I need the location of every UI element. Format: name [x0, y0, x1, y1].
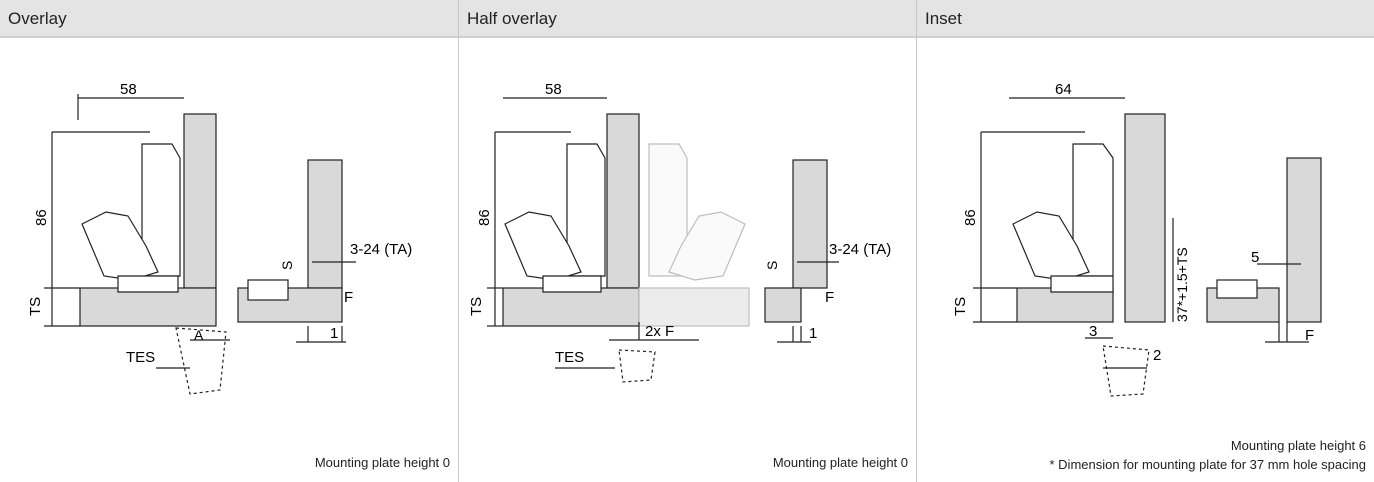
inset-labels: 64 86 TS 37*+1.5+TS 5 3 2 F: [952, 81, 1314, 364]
half-overlay-column: Half overlay: [458, 0, 916, 482]
inset-header: Inset: [917, 0, 1374, 38]
cabinet-side: [1016, 287, 1114, 323]
hinge-body: [1012, 211, 1090, 281]
detail-door: [1286, 157, 1322, 323]
inset-width-label: 64: [1055, 81, 1072, 98]
hinge-body: [81, 211, 159, 281]
hinge-body: [504, 211, 582, 281]
half-overlay-title: Half overlay: [467, 9, 557, 28]
door-panel: [1124, 113, 1166, 323]
half-overlay-tes-label: TES: [555, 349, 584, 366]
inset-vertical-label: 37*+1.5+TS: [1174, 247, 1190, 322]
inset-two-label: 2: [1153, 347, 1161, 364]
half-overlay-ts-label: TS: [468, 297, 485, 316]
overlay-one-label: 1: [330, 325, 338, 342]
detail-door: [792, 159, 828, 289]
half-overlay-footer: Mounting plate height 0: [772, 455, 908, 470]
half-overlay-s-label: S: [764, 261, 780, 270]
overlay-f-label: F: [344, 289, 353, 306]
half-overlay-twof-label: 2x F: [645, 323, 674, 340]
inset-height-label: 86: [962, 209, 979, 226]
inset-ts-label: TS: [952, 297, 969, 316]
overlay-ta-label: 3-24 (TA): [350, 241, 412, 258]
overlay-a-label: A: [194, 327, 204, 343]
overlay-drawing: [44, 94, 356, 395]
half-overlay-f-label: F: [825, 289, 834, 306]
overlay-column: Overlay: [0, 0, 458, 482]
mounting-plate: [1050, 275, 1114, 293]
half-overlay-labels: 58 86 TS S 3-24 (TA) F 1 2x F TES: [468, 81, 891, 366]
overlay-header: Overlay: [0, 0, 458, 38]
inset-title: Inset: [925, 9, 962, 28]
mounting-plate: [542, 275, 602, 293]
half-overlay-one-label: 1: [809, 325, 817, 342]
half-overlay-drawing: [487, 97, 839, 383]
detail-door: [307, 159, 343, 289]
inset-footer: Mounting plate height 6: [1230, 438, 1366, 453]
overlay-tes-label: TES: [126, 349, 155, 366]
overlay-s-label: S: [279, 261, 295, 270]
overlay-title: Overlay: [8, 9, 67, 28]
inset-column: Inset: [916, 0, 1374, 482]
inset-drawing: [973, 97, 1322, 397]
mounting-plate: [117, 275, 179, 293]
half-overlay-height-label: 86: [476, 209, 493, 226]
overlay-ts-label: TS: [27, 297, 44, 316]
detail-side: [764, 287, 802, 323]
inset-five-label: 5: [1251, 249, 1259, 266]
door-panel: [606, 113, 640, 289]
inset-footnote: * Dimension for mounting plate for 37 mm…: [1049, 457, 1367, 472]
door-panel: [183, 113, 217, 289]
cabinet-side: [79, 287, 217, 327]
overlay-height-label: 86: [33, 209, 50, 226]
overlay-footer: Mounting plate height 0: [314, 455, 450, 470]
half-overlay-ta-label: 3-24 (TA): [829, 241, 891, 258]
inset-f-label: F: [1305, 327, 1314, 344]
half-overlay-header: Half overlay: [459, 0, 916, 38]
half-overlay-width-label: 58: [545, 81, 562, 98]
overlay-width-label: 58: [120, 81, 137, 98]
inset-three-label: 3: [1089, 323, 1097, 340]
overlay-labels: 58 86 TS S 3-24 (TA) F 1 A TES: [27, 81, 412, 366]
